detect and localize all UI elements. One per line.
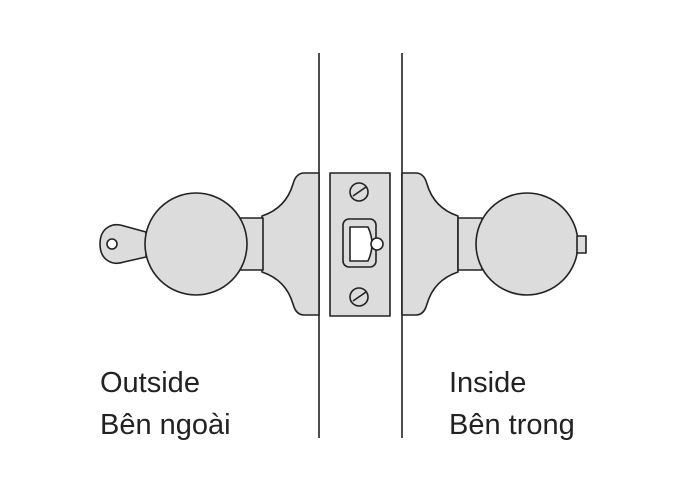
- outside-label-vietnamese: Bên ngoài: [100, 409, 231, 441]
- inside-knob: [475, 192, 579, 296]
- inside-rose: [401, 172, 459, 316]
- outside-knob: [144, 192, 248, 296]
- outside-label: Outside: [100, 367, 200, 399]
- screw-icon: [349, 182, 369, 202]
- push-button-icon: [576, 235, 587, 254]
- screw-icon: [349, 287, 369, 307]
- latch-bolt: [349, 226, 373, 262]
- key-icon: [99, 224, 147, 264]
- outside-rose: [261, 172, 320, 316]
- inside-label: Inside: [449, 367, 527, 399]
- inside-label-vietnamese: Bên trong: [449, 409, 575, 441]
